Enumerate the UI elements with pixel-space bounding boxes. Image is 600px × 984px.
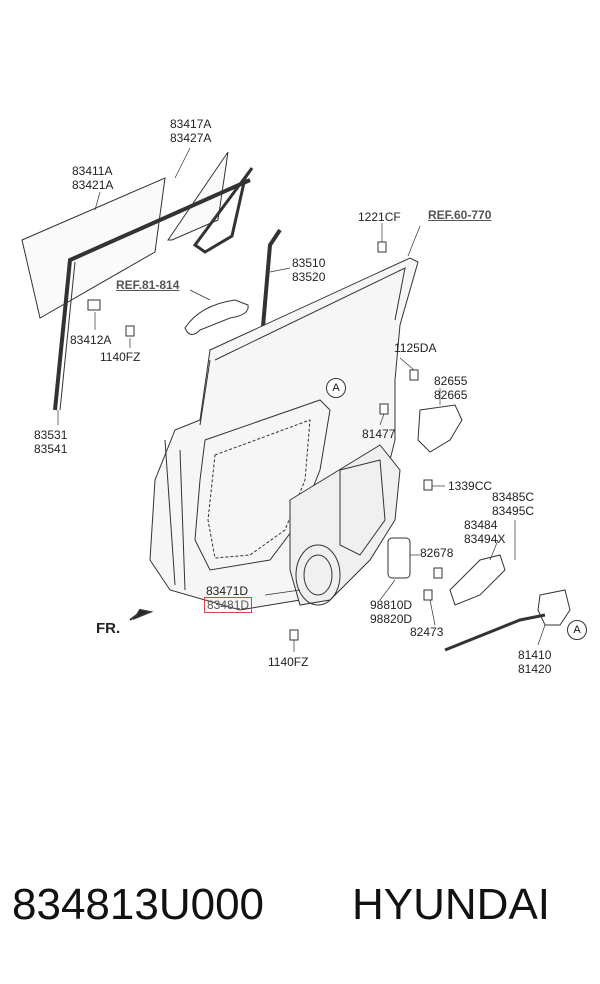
latch-bracket [417, 404, 463, 453]
label-83481d-highlighted[interactable]: 83481D [204, 597, 253, 613]
label-1221cf: 1221CF [358, 210, 401, 224]
label-82678: 82678 [420, 546, 454, 560]
label-83510: 83510 83520 [292, 256, 326, 284]
quarter-glass-seal [192, 167, 254, 254]
label-1125da: 1125DA [394, 341, 437, 355]
latch-cable [444, 613, 546, 652]
label-83531: 83531 83541 [34, 428, 68, 456]
window-channel [53, 178, 251, 411]
footer: 834813U000 HYUNDAI [0, 880, 600, 950]
ref-81-814: REF.81-814 [116, 278, 180, 292]
label-98810d: 98810D 98820D [370, 598, 413, 626]
door-latch [537, 589, 571, 626]
callout-a-left: A [326, 378, 346, 398]
quarter-glass [167, 151, 229, 241]
ref-60-770: REF.60-770 [428, 208, 492, 222]
bolts [87, 241, 443, 641]
leader-lines [57, 147, 546, 652]
label-82655: 82655 82665 [434, 374, 468, 402]
module-plate [289, 444, 401, 606]
label-1140fz-bottom: 1140FZ [268, 655, 309, 669]
window-regulator [339, 459, 386, 556]
label-83471d: 83471D [206, 584, 249, 598]
regulator-motor [387, 537, 411, 579]
outside-handle [184, 299, 249, 335]
exploded-parts-diagram [21, 147, 571, 652]
label-1339cc: 1339CC [448, 479, 493, 493]
label-83485c: 83485C 83495C [492, 490, 535, 518]
inside-handle-bracket [449, 554, 506, 606]
brand-name: HYUNDAI [352, 880, 551, 929]
front-marker: FR. [96, 620, 121, 637]
label-81410: 81410 81420 [518, 648, 552, 676]
label-83484: 83484 83494X [464, 518, 506, 546]
label-1140fz-top: 1140FZ [100, 350, 141, 364]
part-number: 834813U000 [12, 880, 265, 929]
label-81477: 81477 [362, 427, 396, 441]
label-83417a: 83417A 83427A [170, 117, 212, 145]
door-inner-panel [194, 399, 331, 571]
callout-a-right: A [567, 620, 587, 640]
label-83412a: 83412A [70, 333, 112, 347]
label-83411a: 83411A 83421A [72, 164, 114, 192]
front-arrow-icon [129, 608, 154, 621]
label-82473: 82473 [410, 625, 444, 639]
